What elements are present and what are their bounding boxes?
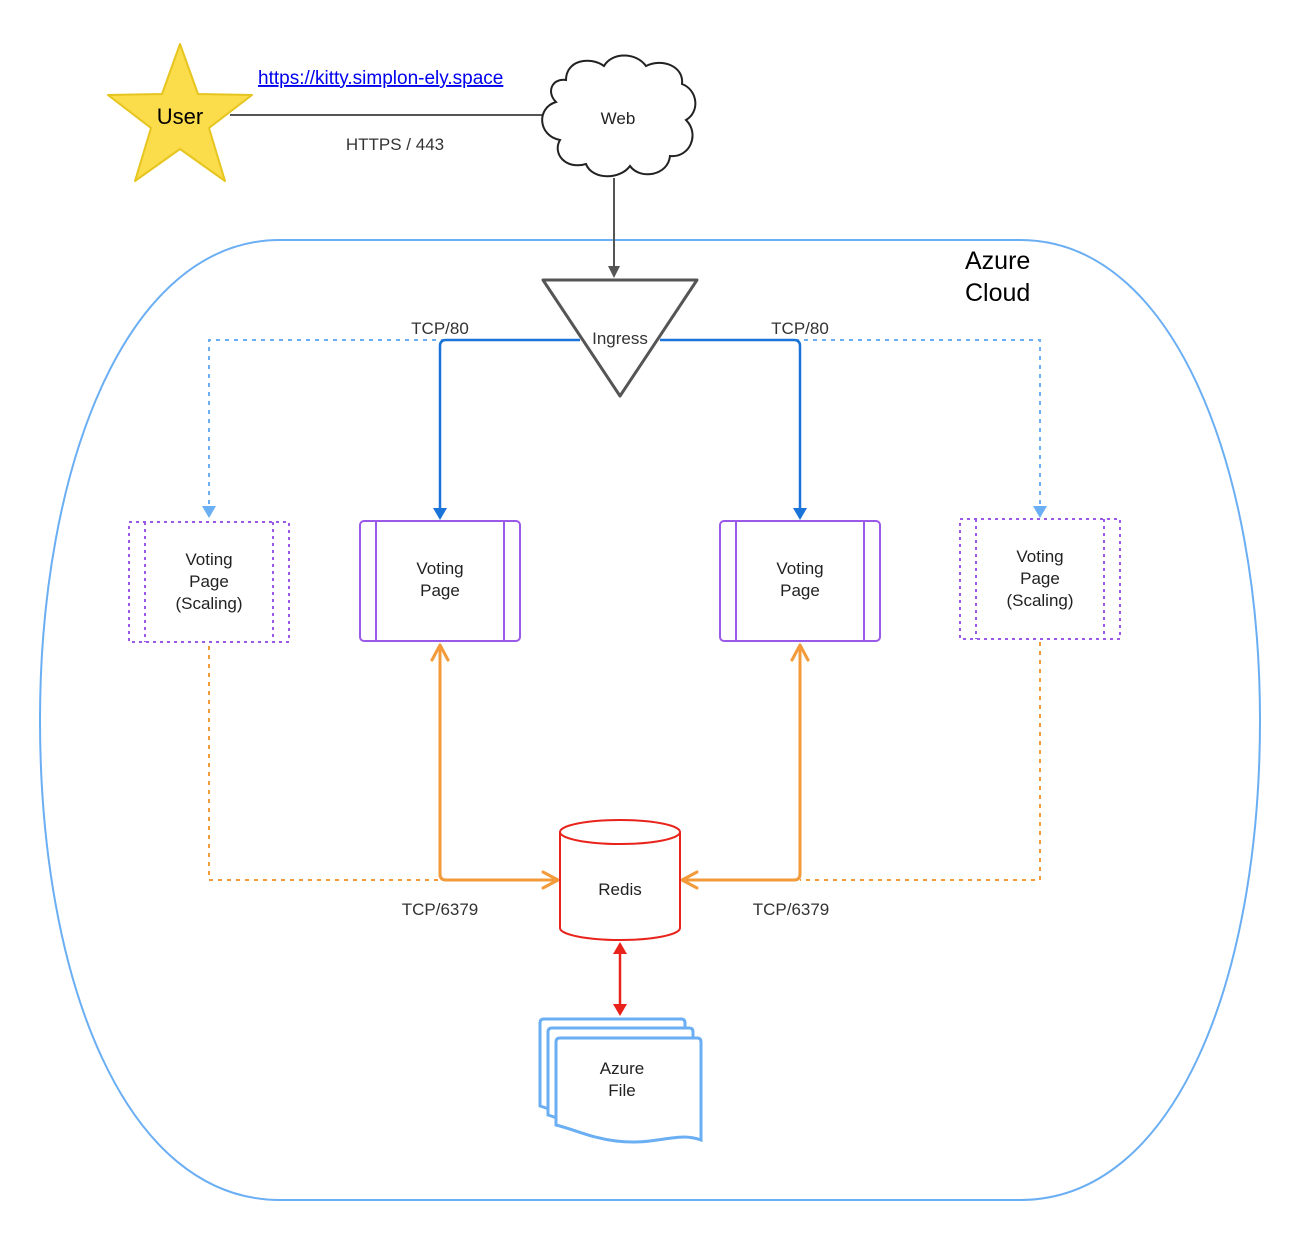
pod-right-redis-arrow xyxy=(680,643,810,890)
tcp6379-left-label: TCP/6379 xyxy=(402,900,479,919)
azure-file-line1: Azure xyxy=(600,1059,644,1078)
voting-scaling-right-line2: Page xyxy=(1020,569,1060,588)
tcp80-right-label: TCP/80 xyxy=(771,319,829,338)
ingress-scaling-left-arrow xyxy=(202,339,580,518)
redis-label: Redis xyxy=(598,880,641,899)
tcp80-left-label: TCP/80 xyxy=(411,319,469,338)
web-node: Web xyxy=(541,54,697,178)
azure-cloud-label-line1: Azure xyxy=(965,247,1030,275)
voting-left-line2: Page xyxy=(420,581,460,600)
voting-scaling-right-line1: Voting xyxy=(1016,547,1063,566)
voting-scaling-right-line3: (Scaling) xyxy=(1006,591,1073,610)
voting-scaling-left-line3: (Scaling) xyxy=(175,594,242,613)
ingress-pod-left-arrow xyxy=(433,338,580,520)
voting-scaling-left-line1: Voting xyxy=(185,550,232,569)
azure-cloud-boundary xyxy=(38,239,1262,1201)
voting-page-left: Voting Page xyxy=(359,520,521,642)
azure-cloud-label-line2: Cloud xyxy=(965,279,1030,307)
ingress-triangle xyxy=(541,278,699,398)
azure-file-node: Azure File xyxy=(538,1017,703,1144)
web-label: Web xyxy=(601,109,636,128)
database-icon xyxy=(559,832,681,941)
https-protocol-label: HTTPS / 443 xyxy=(346,135,444,154)
voting-page-right: Voting Page xyxy=(719,520,881,642)
redis-node: Redis xyxy=(559,819,681,941)
ingress-pod-right-arrow xyxy=(660,338,807,520)
scaling-left-redis-connector xyxy=(208,646,440,881)
scaling-right-redis-connector xyxy=(800,642,1041,881)
cloud-icon xyxy=(541,54,697,178)
ingress-label: Ingress xyxy=(592,329,648,348)
user-label: User xyxy=(157,104,203,129)
star-icon xyxy=(107,43,253,182)
voting-page-scaling-right: Voting Page (Scaling) xyxy=(959,518,1121,640)
tcp6379-right-label: TCP/6379 xyxy=(753,900,830,919)
site-url-link[interactable]: https://kitty.simplon-ely.space xyxy=(258,68,503,89)
voting-right-line2: Page xyxy=(780,581,820,600)
azure-file-line2: File xyxy=(608,1081,635,1100)
ingress-node: Ingress xyxy=(541,278,699,398)
user-node[interactable]: User xyxy=(107,43,253,182)
pod-left-redis-arrow xyxy=(430,643,560,890)
voting-page-scaling-left: Voting Page (Scaling) xyxy=(128,521,290,643)
ingress-scaling-right-arrow xyxy=(660,339,1047,518)
voting-scaling-left-line2: Page xyxy=(189,572,229,591)
voting-right-line1: Voting xyxy=(776,559,823,578)
voting-left-line1: Voting xyxy=(416,559,463,578)
